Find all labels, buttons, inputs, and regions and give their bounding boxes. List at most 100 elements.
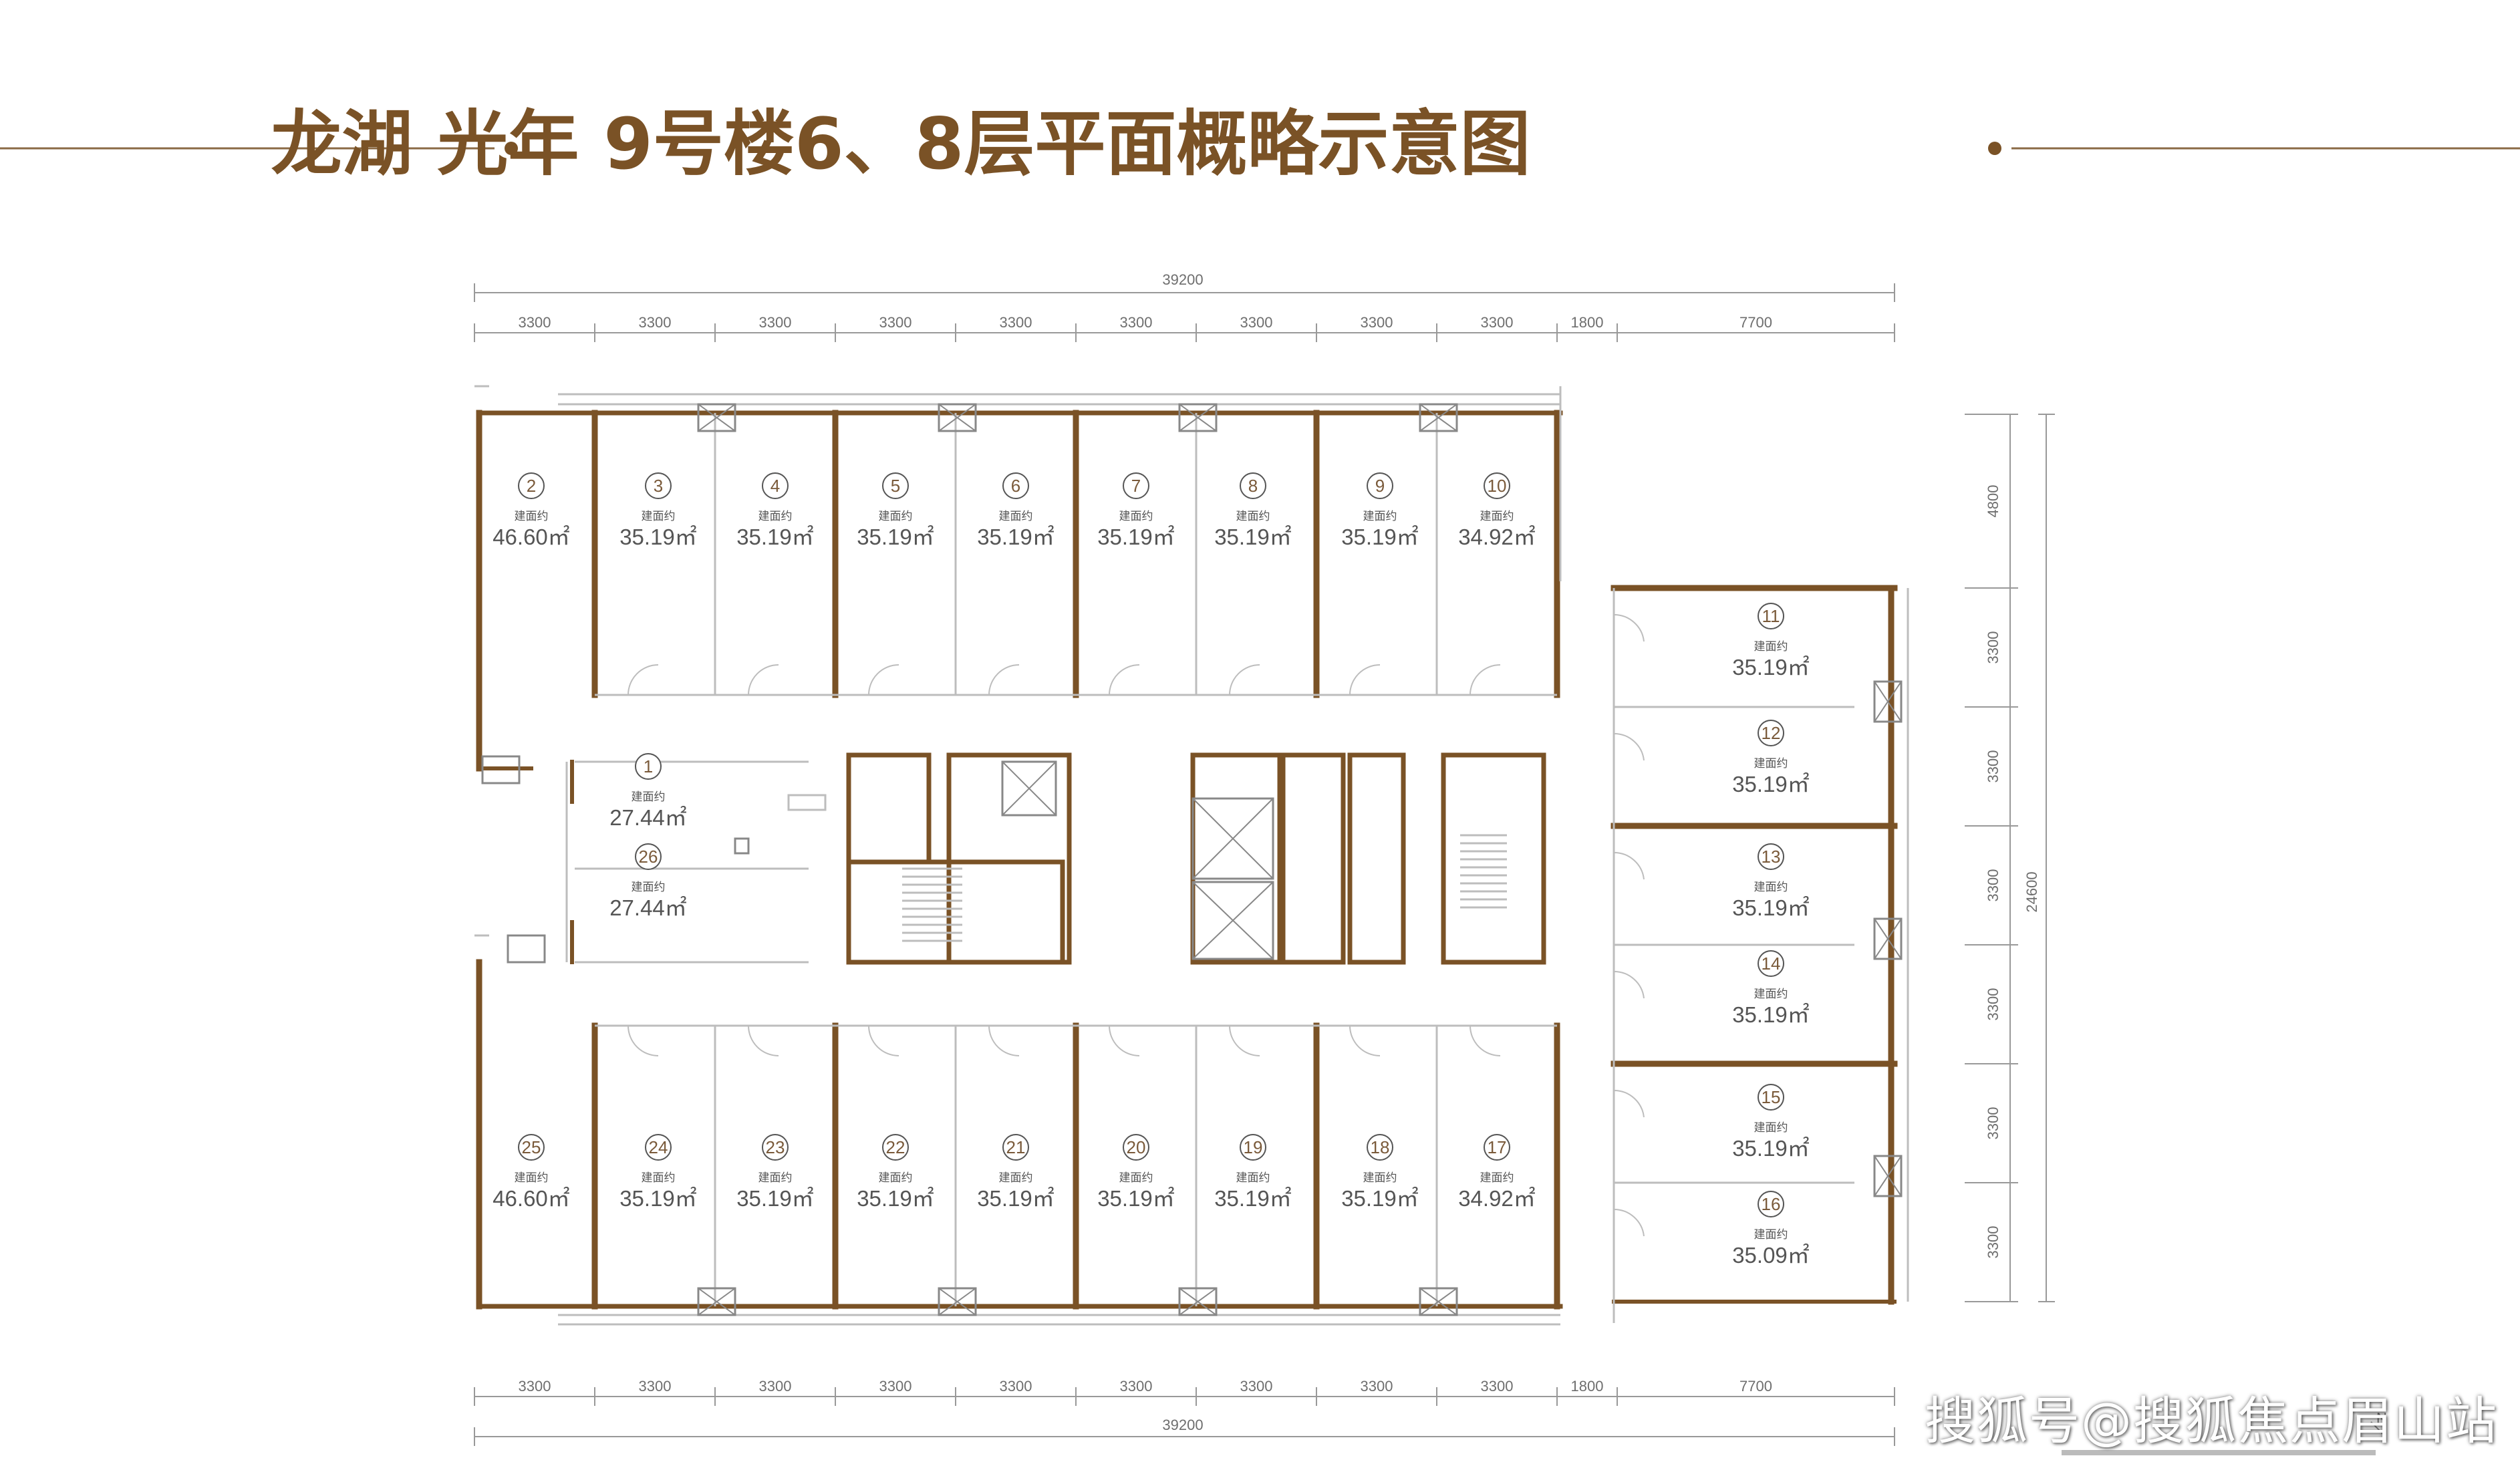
dimension-bottom-segment: 3300 bbox=[1000, 1378, 1032, 1395]
dimension-top-segment: 3300 bbox=[1000, 314, 1032, 331]
dimension-top-segment: 1800 bbox=[1571, 314, 1604, 331]
room-number: 15 bbox=[1762, 1087, 1781, 1107]
room-area-label: 建面约 bbox=[879, 1171, 913, 1185]
north-label: N bbox=[2376, 1410, 2387, 1427]
room-number-circle bbox=[1758, 1084, 1784, 1111]
room-number-circle bbox=[518, 472, 545, 499]
room-area: 35.19㎡ bbox=[1732, 895, 1810, 920]
room-area-label: 建面约 bbox=[758, 510, 793, 523]
room-number-circle bbox=[1240, 472, 1266, 499]
room-number-circle bbox=[645, 472, 672, 499]
page-title: 龙湖 光年 9号楼6、8层平面概略示意图 bbox=[271, 103, 1530, 185]
dimension-bottom-segment: 3300 bbox=[1481, 1378, 1514, 1395]
title-dot-right bbox=[1988, 142, 2001, 155]
room-unit-9: 9 建面约 35.19㎡ bbox=[1341, 472, 1419, 549]
room-area-label: 建面约 bbox=[1754, 1121, 1788, 1135]
room-area: 35.19㎡ bbox=[736, 525, 814, 549]
room-area: 35.19㎡ bbox=[857, 1186, 934, 1211]
dimension-bottom-segment: 3300 bbox=[1240, 1378, 1273, 1395]
room-area-label: 建面约 bbox=[1363, 1171, 1397, 1185]
room-area-label: 建面约 bbox=[1754, 757, 1788, 770]
room-area-label: 建面约 bbox=[999, 510, 1033, 523]
dimension-top-segment: 3300 bbox=[1120, 314, 1153, 331]
room-number: 8 bbox=[1248, 476, 1258, 496]
title-bar: 龙湖 光年 9号楼6、8层平面概略示意图 bbox=[0, 103, 2520, 185]
dimension-bottom-segment: 3300 bbox=[759, 1378, 792, 1395]
room-area-label: 建面约 bbox=[642, 1171, 676, 1185]
room-area-label: 建面约 bbox=[1119, 510, 1153, 523]
room-number-circle bbox=[1123, 1134, 1149, 1161]
room-number: 16 bbox=[1762, 1194, 1781, 1214]
room-number-circle bbox=[518, 1134, 545, 1161]
room-area-label: 建面约 bbox=[1754, 988, 1788, 1001]
room-area: 35.19㎡ bbox=[1341, 525, 1419, 549]
dimension-top-segment: 3300 bbox=[1361, 314, 1393, 331]
dimension-bottom-total: 39200 bbox=[1162, 1417, 1203, 1433]
room-number: 17 bbox=[1488, 1137, 1507, 1157]
dimension-bottom-segment: 1800 bbox=[1571, 1378, 1604, 1395]
room-area-label: 建面约 bbox=[1119, 1171, 1153, 1185]
room-number: 9 bbox=[1375, 476, 1385, 496]
room-area: 34.92㎡ bbox=[1458, 1186, 1536, 1211]
room-number-circle bbox=[762, 1134, 789, 1161]
room-number: 13 bbox=[1762, 847, 1781, 867]
room-number-circle bbox=[1123, 472, 1149, 499]
room-number-circle bbox=[1484, 1134, 1510, 1161]
room-area-label: 建面约 bbox=[1480, 1171, 1514, 1185]
room-number-circle bbox=[882, 1134, 909, 1161]
room-number: 22 bbox=[886, 1137, 905, 1157]
dimension-top-segment: 3300 bbox=[519, 314, 551, 331]
room-number-circle bbox=[1758, 1191, 1784, 1217]
room-number: 21 bbox=[1006, 1137, 1026, 1157]
room-area: 35.19㎡ bbox=[977, 525, 1055, 549]
room-number-circle bbox=[1240, 1134, 1266, 1161]
room-area: 35.19㎡ bbox=[1732, 1136, 1810, 1161]
room-area: 27.44㎡ bbox=[609, 805, 687, 830]
room-number: 3 bbox=[654, 476, 663, 496]
room-area-label: 建面约 bbox=[632, 881, 666, 894]
room-number-circle bbox=[1002, 472, 1029, 499]
room-area: 35.19㎡ bbox=[1214, 1186, 1292, 1211]
room-number-circle bbox=[1758, 603, 1784, 629]
room-area-label: 建面约 bbox=[879, 510, 913, 523]
room-area: 27.44㎡ bbox=[609, 895, 687, 920]
room-area-label: 建面约 bbox=[1363, 510, 1397, 523]
dimension-top-total: 39200 bbox=[1162, 271, 1203, 288]
dimension-bottom-segment: 3300 bbox=[639, 1378, 672, 1395]
room-number: 11 bbox=[1762, 606, 1780, 626]
room-area: 35.19㎡ bbox=[619, 525, 697, 549]
room-area: 35.19㎡ bbox=[1732, 655, 1810, 680]
room-number: 10 bbox=[1488, 476, 1507, 496]
room-number: 19 bbox=[1244, 1137, 1263, 1157]
dimension-right-segment: 4800 bbox=[1985, 485, 2001, 518]
room-number: 2 bbox=[527, 476, 536, 496]
dimension-bottom-segment: 3300 bbox=[879, 1378, 912, 1395]
dimension-right-segment: 3300 bbox=[1985, 1226, 2001, 1259]
room-number: 6 bbox=[1011, 476, 1020, 496]
room-area-label: 建面约 bbox=[1754, 1228, 1788, 1242]
dimension-right-segment: 3300 bbox=[1985, 631, 2001, 664]
dimension-top-segment: 3300 bbox=[1240, 314, 1273, 331]
room-number: 20 bbox=[1127, 1137, 1146, 1157]
room-number: 23 bbox=[766, 1137, 785, 1157]
dimension-right-total: 24600 bbox=[2023, 871, 2040, 912]
room-number-circle bbox=[635, 843, 662, 870]
